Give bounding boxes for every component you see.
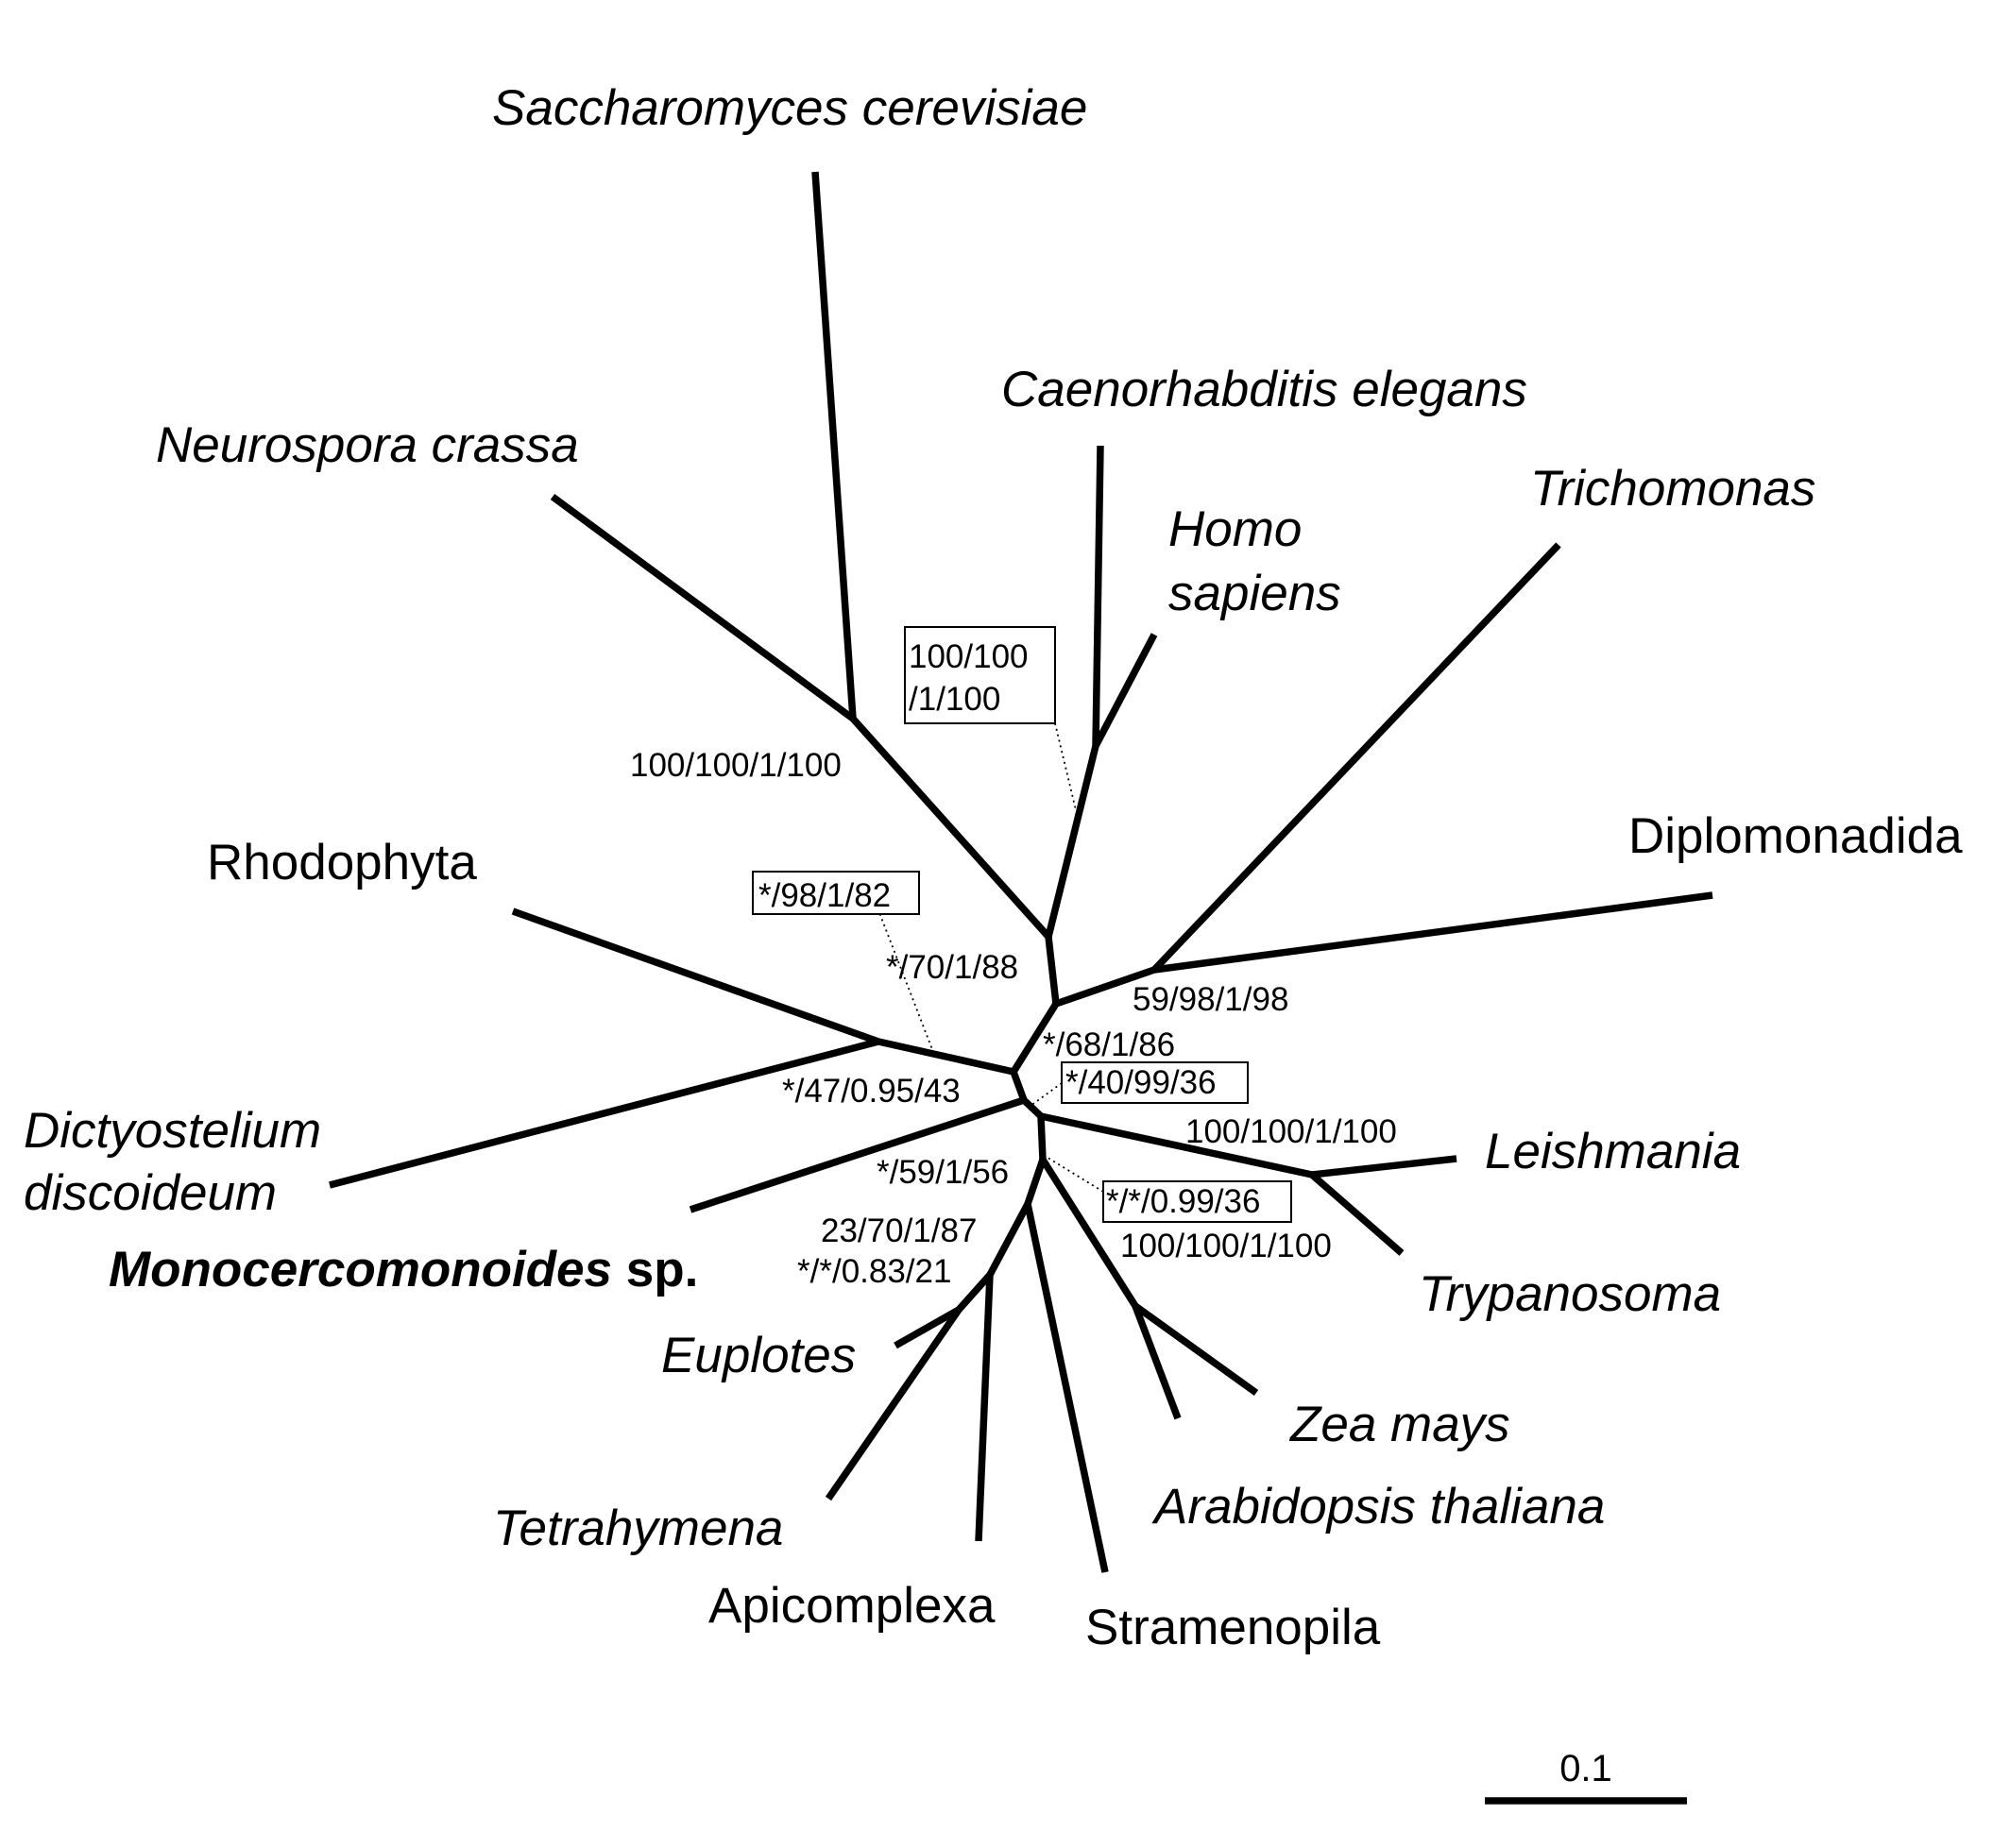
branch-trichomonas <box>1151 542 1561 973</box>
label-trypanosoma: Trypanosoma <box>1419 1266 1721 1322</box>
leader-metazoa <box>1054 722 1077 811</box>
label-homo: Homo <box>1168 501 1302 557</box>
scale-bar-label: 0.1 <box>1559 1748 1612 1789</box>
support-node-59: 59/98/1/98 <box>1133 981 1288 1018</box>
label-apicomplexa: Apicomplexa <box>708 1578 996 1634</box>
support-kinetoplastida: 100/100/1/100 <box>1185 1113 1397 1150</box>
branch-opisthokonta-stem <box>850 716 1051 940</box>
support-boxed-099: */*/0.99/36 <box>1106 1183 1260 1220</box>
label-sapiens: sapiens <box>1168 566 1341 621</box>
branch-apicomplexa <box>975 1274 994 1542</box>
branch-rhodophyta <box>511 907 880 1045</box>
box-40-support <box>1061 1061 1249 1104</box>
branch-dictyostelium <box>329 1038 879 1189</box>
branch-zea-mays <box>1133 1302 1259 1397</box>
branch-metazoa-stem <box>1045 745 1099 938</box>
label-monocercomonoides-genus: Monocercomonoides <box>109 1242 612 1297</box>
label-discoideum: discoideum <box>24 1165 277 1221</box>
label-monocercomonoides: Monocercomonoides sp. <box>109 1242 698 1297</box>
label-trichomonas: Trichomonas <box>1530 461 1815 517</box>
support-metazoa-line1: 100/100 <box>909 638 1029 675</box>
support-leader-lines <box>873 722 1104 1193</box>
support-opisthokonta: 100/100/1/100 <box>630 747 842 784</box>
support-node-68: */68/1/86 <box>1043 1026 1175 1063</box>
support-node-56: */59/1/56 <box>877 1154 1009 1191</box>
label-stramenopila: Stramenopila <box>1085 1600 1381 1655</box>
label-arabidopsis: Arabidopsis thaliana <box>1151 1479 1605 1534</box>
support-metazoa-line2: /1/100 <box>909 681 1000 718</box>
support-node-47: */47/0.95/43 <box>782 1073 961 1110</box>
label-euplotes: Euplotes <box>661 1328 856 1383</box>
support-boxed-98: */98/1/82 <box>758 877 891 914</box>
leader-40 <box>1030 1082 1063 1107</box>
support-labels: 100/100/1/100 100/100 /1/100 */98/1/82 *… <box>630 638 1397 1290</box>
branch-kinetoplastida-stem <box>1040 1112 1313 1178</box>
branch-caenorhabditis <box>1092 445 1104 747</box>
support-node-70: */70/1/88 <box>886 949 1018 986</box>
box-98-support <box>752 871 920 915</box>
support-node-083: */*/0.83/21 <box>797 1253 951 1290</box>
branch-sar-stem <box>1024 1158 1047 1206</box>
branch-euplotes <box>894 1306 961 1349</box>
box-metazoa-support <box>904 626 1056 724</box>
label-neurospora: Neurospora crassa <box>156 417 579 473</box>
branch-tetrahymena <box>825 1307 962 1501</box>
leader-98 <box>873 897 934 1053</box>
taxon-labels: Saccharomyces cerevisiae Caenorhabditis … <box>24 80 1963 1655</box>
branch-homo-sapiens <box>1092 633 1158 748</box>
branch-backbone-b <box>1010 1002 1060 1074</box>
label-caenorhabditis: Caenorhabditis elegans <box>1001 362 1527 417</box>
support-boxes <box>752 626 1292 1223</box>
label-zea-mays: Zea mays <box>1288 1397 1510 1452</box>
box-099-support <box>1102 1180 1292 1223</box>
branch-arabidopsis <box>1132 1304 1182 1420</box>
label-leishmania: Leishmania <box>1485 1124 1741 1179</box>
scale-bar: 0.1 <box>1485 1748 1687 1805</box>
label-rhodophyta: Rhodophyta <box>207 835 477 890</box>
branch-monocercomonoides <box>689 1096 1026 1213</box>
leader-099 <box>1044 1155 1104 1193</box>
branch-metamonada-stem <box>1054 966 1156 1008</box>
label-monocercomonoides-sp: sp. <box>612 1242 698 1297</box>
support-boxed-40: */40/99/36 <box>1065 1064 1217 1101</box>
label-dictyostelium: Dictyostelium <box>24 1103 321 1159</box>
branch-plants-stem <box>1039 1157 1139 1309</box>
label-saccharomyces: Saccharomyces cerevisiae <box>492 80 1087 136</box>
branch-backbone-d <box>1021 1097 1044 1119</box>
branch-stramenopila <box>1024 1203 1109 1573</box>
branch-backbone-e <box>1037 1115 1047 1161</box>
branch-leishmania <box>1311 1155 1457 1178</box>
support-node-23: 23/70/1/87 <box>821 1212 977 1249</box>
branch-node47-stem <box>877 1038 1014 1076</box>
branch-ciliates-stem <box>956 1272 993 1313</box>
label-tetrahymena: Tetrahymena <box>493 1500 783 1556</box>
branch-trypanosoma <box>1309 1172 1405 1256</box>
branch-alveolata-stem <box>986 1202 1031 1277</box>
tree-branches <box>329 171 1713 1573</box>
label-diplomonadida: Diplomonadida <box>1628 808 1963 864</box>
branch-neurospora <box>550 493 856 722</box>
support-plants: 100/100/1/100 <box>1120 1228 1332 1264</box>
branch-backbone-c <box>1010 1070 1028 1102</box>
branch-backbone-a <box>1045 936 1060 1005</box>
branch-saccharomyces <box>811 171 857 720</box>
branch-diplomonadida <box>1153 891 1713 974</box>
